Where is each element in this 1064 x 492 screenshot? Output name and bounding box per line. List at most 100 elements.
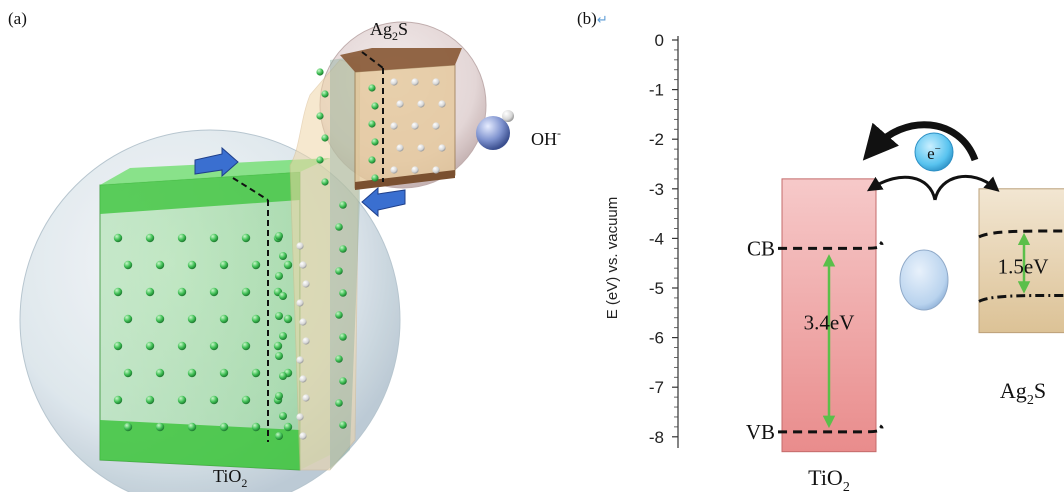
tio2-atom [209,395,219,405]
tio2-atom [145,395,155,405]
axis-tick-label: -5 [649,279,664,298]
tio2-atom [113,287,123,297]
tio2-atom [251,314,261,324]
tio2-atom [155,260,165,270]
oh-ion-label: OH- [531,126,561,149]
energy-axis: 0-1-2-3-4-5-6-7-8 [649,31,679,448]
tio2-atom [275,432,283,440]
tio2-atom [283,422,293,432]
axis-tick-label: -8 [649,428,664,447]
tio2-atom [219,260,229,270]
ag2s-atom [411,122,419,130]
tio2-atom [177,341,187,351]
interface-atom [316,112,324,120]
interface-atom [339,421,347,429]
electron-transfer-arrows [862,121,1000,201]
interface-atom [335,355,343,363]
tio2-atom [219,368,229,378]
cb-label: CB [747,236,775,260]
tio2-atom [209,233,219,243]
tio2-atom [209,341,219,351]
tio2-atom [279,332,287,340]
interface-atom [368,120,376,128]
interface-atom [299,432,307,440]
tio2-atom [275,272,283,280]
ag2s-atom [438,144,446,152]
interface-atom [302,394,310,402]
tio2-atom [275,312,283,320]
tio2-atom [177,287,187,297]
ag2s-atom [432,78,440,86]
vb-label: VB [746,420,775,444]
ag2s-band-name: Ag2S [1000,378,1046,408]
axis-tick-label: -2 [649,130,664,149]
interface-atom [296,242,304,250]
interface-atom [299,318,307,326]
interface-atom [335,267,343,275]
interface-atom [371,138,379,146]
tio2-gap-label: 3.4eV [804,311,855,335]
tio2-band-name: TiO2 [808,465,850,492]
ag2s-label: Ag2S [370,19,408,43]
ag2s-atom [438,100,446,108]
ag2s-atom [411,78,419,86]
panel-a-label: (a) [8,9,27,28]
tio2-atom [251,422,261,432]
interface-atom [335,311,343,319]
migration-arrow-top [194,146,239,178]
axis-tick-label: -1 [649,81,664,100]
electron-label: e− [927,143,941,163]
tio2-atom [155,422,165,432]
interface-slab [289,56,361,471]
tio2-atom [187,314,197,324]
hole-circle [899,249,949,311]
axis-tick-label: 0 [655,31,664,50]
tio2-atom [283,314,293,324]
tio2-atom [123,314,133,324]
axis-tick-label: -3 [649,180,664,199]
interface-atom [299,261,307,269]
tio2-cb-line [778,241,884,250]
tio2-atom [279,252,287,260]
migration-arrow-right [361,186,406,218]
interface-atom [371,102,379,110]
tio2-atom [123,422,133,432]
ag2s-crystal [340,48,462,190]
ag2s-vb-line [978,293,1064,303]
tio2-atom [177,233,187,243]
ag2s-atom [396,100,404,108]
tio2-atom [145,233,155,243]
tio2-vb-line [778,424,884,434]
ag2s-gap-label: 1.5eV [998,255,1049,279]
interface-atom [371,174,379,182]
interface-atom [321,90,329,98]
tio2-atom [279,292,287,300]
interface-atom [296,356,304,364]
interface-atom [321,134,329,142]
tio2-atom [209,287,219,297]
tio2-atom [283,260,293,270]
panel-a: (a) [8,9,561,492]
interface-atom [316,68,324,76]
tio2-label: TiO2 [213,466,247,490]
tio2-atom [279,372,287,380]
ag2s-atom [396,144,404,152]
tio2-atom [251,260,261,270]
ag2s-atom [411,166,419,174]
interface-atom [321,178,329,186]
tio2-atom [187,422,197,432]
atom-lattice [113,68,446,440]
tio2-atom [123,368,133,378]
interface-atom [339,377,347,385]
ag2s-atom [432,166,440,174]
interface-atom [316,156,324,164]
tio2-atom [275,232,283,240]
y-axis-label: E (eV) vs. vacuum [604,197,621,320]
axis-tick-label: -6 [649,329,664,348]
tio2-atom [113,341,123,351]
interface-atom [335,399,343,407]
tio2-atom [113,233,123,243]
interface-atom [339,245,347,253]
interface-atom [296,299,304,307]
